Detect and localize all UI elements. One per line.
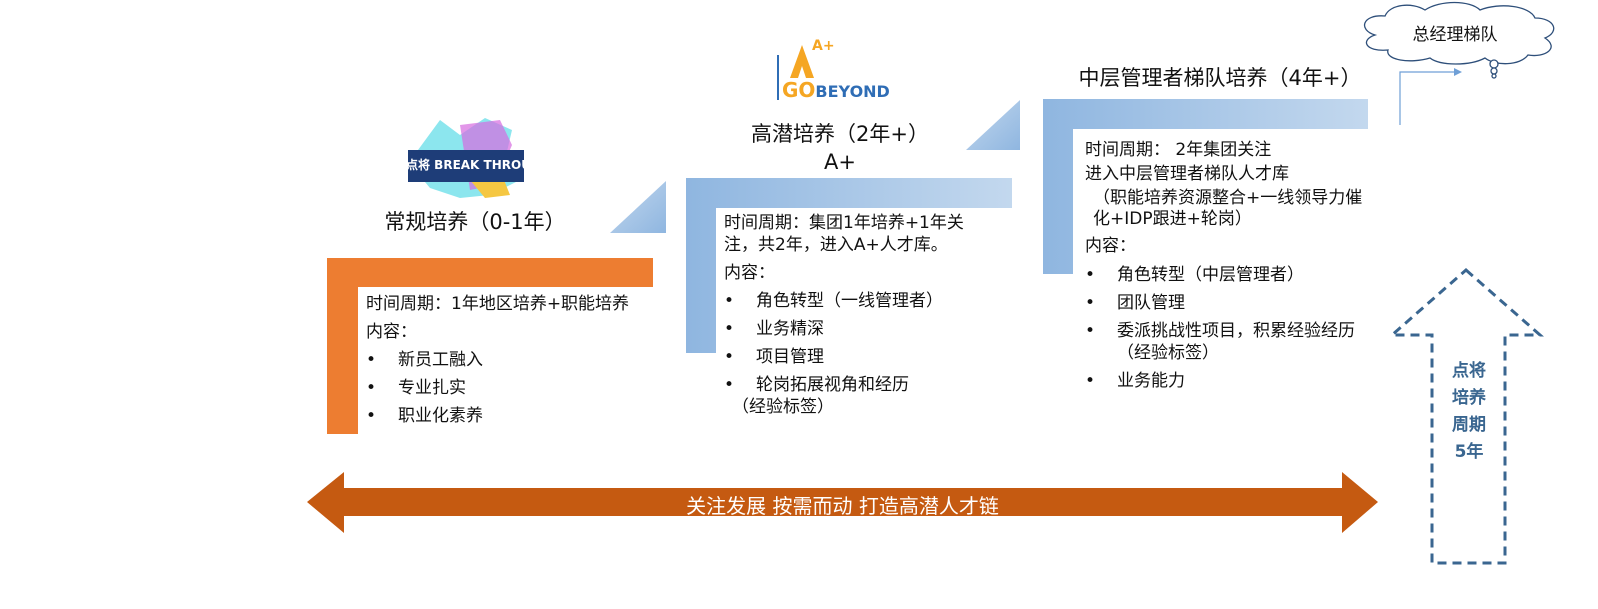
stage2-content-label: 内容：	[724, 263, 775, 283]
step-triangle-1	[610, 181, 666, 233]
list-item: 角色转型（一线管理者）	[724, 290, 996, 312]
list-item: 职业化素养	[366, 405, 646, 427]
stage2-title: 高潜培养（2年+） A+	[720, 120, 960, 176]
bottom-double-arrow	[307, 472, 1378, 533]
cycle-line: 点将	[1452, 361, 1486, 381]
stage1-content-label: 内容：	[366, 322, 417, 342]
list-item: 专业扎实	[366, 377, 646, 399]
list-item: 委派挑战性项目，积累经验经历（经验标签）	[1085, 320, 1357, 364]
list-item: 轮岗拓展视角和经历	[724, 374, 996, 396]
stage3-period: 时间周期： 2年集团关注	[1085, 140, 1272, 160]
cycle-line: 5年	[1454, 442, 1484, 462]
stage2-title-text: 高潜培养（2年+）	[751, 122, 929, 146]
stage1-title: 常规培养（0-1年）	[384, 210, 566, 234]
list-item: 角色转型（中层管理者）	[1085, 264, 1375, 286]
cloud-label: 总经理梯队	[1412, 25, 1498, 45]
logo-go: GO	[782, 78, 816, 102]
cycle-up-arrow	[1388, 268, 1544, 565]
stage3-period3: （职能培养资源整合+一线领导力催化+IDP跟进+轮岗）	[1093, 188, 1363, 229]
step-triangle-2	[966, 100, 1020, 150]
gobeyond-logo-text: GOBEYOND	[782, 78, 890, 102]
gobeyond-logo-plus: A+	[812, 38, 835, 54]
stage3-content: 时间周期： 2年集团关注 进入中层管理者梯队人才库 （职能培养资源整合+一线领导…	[1085, 138, 1375, 398]
logo-beyond: BEYOND	[815, 82, 890, 101]
stage3-period2: 进入中层管理者梯队人才库	[1085, 164, 1289, 184]
stage3-content-label: 内容：	[1085, 236, 1136, 256]
stage2-subtitle: A+	[824, 150, 856, 174]
list-item: 业务能力	[1085, 370, 1375, 392]
break-through-logo	[408, 118, 524, 198]
stage1-period: 时间周期：1年地区培养+职能培养	[366, 294, 630, 314]
connector-arrowhead-icon	[1454, 68, 1462, 76]
break-through-logo-text: 点将 BREAK THROUGH	[406, 158, 551, 172]
list-item: 新员工融入	[366, 349, 646, 371]
stage1-step-shape	[327, 258, 653, 434]
cycle-line: 培养	[1452, 388, 1486, 408]
cycle-arrow-label: 点将 培养 周期 5年	[1432, 358, 1506, 466]
list-item: 业务精深	[724, 318, 996, 340]
stage3-title: 中层管理者梯队培养（4年+）	[1078, 66, 1362, 90]
connector-arrow	[1399, 71, 1460, 125]
stage2-content: 时间周期：集团1年培养+1年关注，共2年，进入A+人才库。 内容： 角色转型（一…	[724, 212, 996, 418]
cloud-shape	[1363, 1, 1555, 79]
list-item: 团队管理	[1085, 292, 1375, 314]
list-item: 项目管理	[724, 346, 996, 368]
bottom-arrow-label: 关注发展 按需而动 打造高潜人才链	[686, 494, 999, 518]
stage2-step-shape	[686, 178, 1012, 353]
gobeyond-logo	[777, 45, 814, 100]
stage2-note: （经验标签）	[732, 397, 834, 417]
stage1-content: 时间周期：1年地区培养+职能培养 内容： 新员工融入 专业扎实 职业化素养	[366, 293, 646, 433]
stage2-period: 时间周期：集团1年培养+1年关注，共2年，进入A+人才库。	[724, 213, 964, 255]
cycle-line: 周期	[1452, 415, 1486, 435]
stage3-step-shape	[1043, 99, 1368, 274]
